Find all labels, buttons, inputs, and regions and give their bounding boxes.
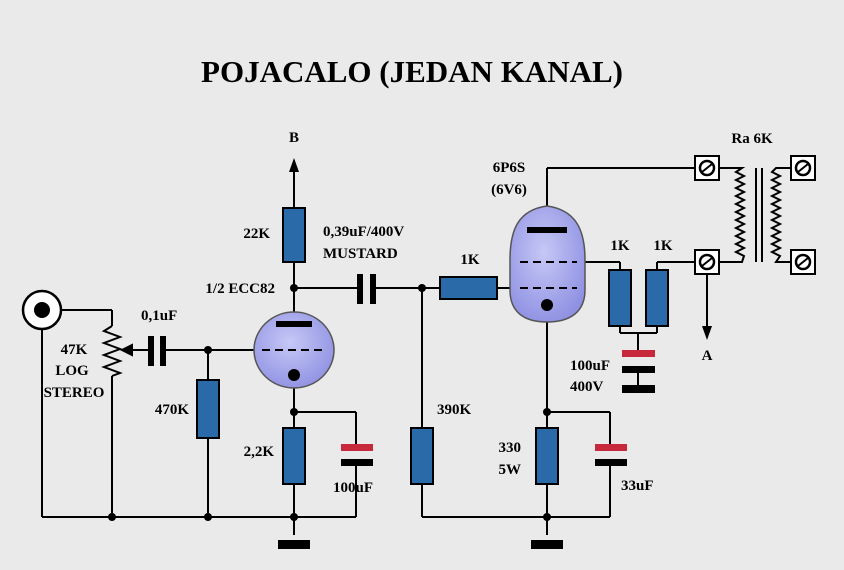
capacitor-screen-minus — [622, 366, 655, 373]
capacitor-input-plate-b — [160, 336, 166, 366]
capacitor-screen-plus — [622, 350, 655, 357]
resistor-2k2 — [282, 427, 306, 485]
resistor-330 — [535, 427, 559, 485]
resistor-1k-grid — [439, 276, 498, 300]
label-r-cathode2-power: 5W — [499, 462, 522, 478]
capacitor-cathode1-plus — [341, 444, 373, 451]
resistor-470k — [196, 379, 220, 439]
label-coupling-cap-type: MUSTARD — [323, 246, 398, 262]
output-transformer — [718, 167, 794, 263]
label-r-cathode2: 330 — [499, 440, 522, 456]
resistor-1k-screen-right — [645, 269, 669, 327]
capacitor-cathode2-plus — [595, 444, 627, 451]
label-r-grid-stop: 1K — [460, 252, 480, 268]
potentiometer-icon — [101, 325, 134, 377]
supply-b-label: B — [289, 130, 299, 146]
label-r-grid1: 470K — [155, 402, 190, 418]
supply-a-arrow-icon — [702, 326, 712, 340]
resistor-22k — [282, 207, 306, 263]
label-pot-type1: LOG — [55, 363, 89, 379]
label-transformer: Ra 6K — [731, 131, 773, 147]
tube-6p6s — [509, 205, 586, 323]
label-tube1: 1/2 ECC82 — [205, 281, 275, 297]
ground-icon — [278, 540, 310, 549]
capacitor-coupling-plate-b — [370, 274, 376, 304]
label-c-screen: 100uF — [570, 358, 610, 374]
rca-jack-icon — [21, 289, 63, 331]
label-c-cathode1: 100uF — [333, 480, 373, 496]
screw-terminal-icon — [790, 155, 816, 181]
page-title: POJACALO (JEDAN KANAL) — [201, 54, 623, 89]
screw-terminal-icon — [694, 249, 720, 275]
label-r-screen2: 1K — [653, 238, 673, 254]
screw-terminal-icon — [694, 155, 720, 181]
label-r-plate: 22K — [243, 226, 270, 242]
supply-b-arrow-icon — [289, 158, 299, 172]
tube-ecc82 — [253, 311, 335, 389]
label-input-cap: 0,1uF — [141, 308, 177, 324]
label-tube2: 6P6S — [493, 160, 526, 176]
capacitors — [148, 274, 655, 466]
capacitor-cathode1-minus — [341, 459, 373, 466]
capacitor-input-plate-a — [148, 336, 154, 366]
label-r-screen1: 1K — [610, 238, 630, 254]
ground-icon — [531, 540, 563, 549]
label-pot-type2: STEREO — [44, 385, 105, 401]
label-r-grid2: 390K — [437, 402, 472, 418]
supply-a-label: A — [702, 348, 713, 364]
resistor-390k — [410, 427, 434, 485]
label-r-cathode1: 2,2K — [244, 444, 275, 460]
label-pot-value: 47K — [61, 342, 88, 358]
label-c-screen-voltage: 400V — [570, 379, 604, 395]
resistors — [196, 207, 669, 485]
screw-terminal-icon — [790, 249, 816, 275]
label-tube2-alt: (6V6) — [491, 182, 527, 198]
capacitor-coupling-plate-a — [357, 274, 363, 304]
capacitor-screen-ground-bar — [622, 385, 655, 393]
label-coupling-cap: 0,39uF/400V — [323, 224, 404, 240]
junction-dots — [108, 284, 551, 521]
resistor-1k-screen-left — [608, 269, 632, 327]
capacitor-cathode2-minus — [595, 459, 627, 466]
label-c-cathode2: 33uF — [621, 478, 654, 494]
